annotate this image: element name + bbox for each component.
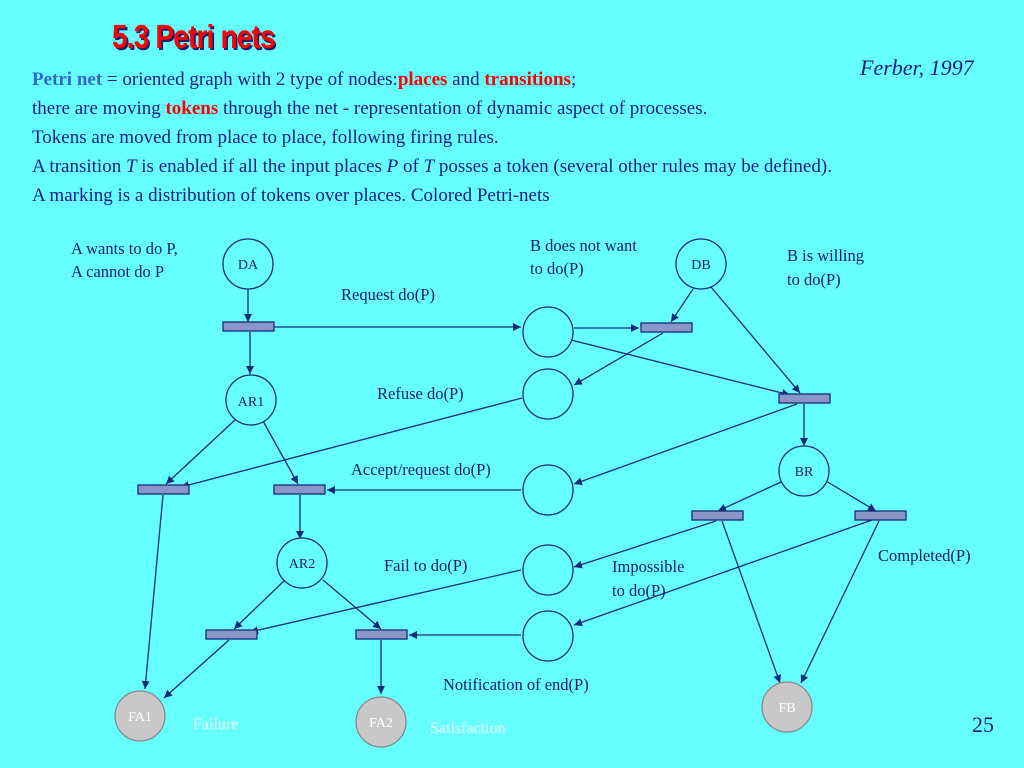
arc-t6-fb xyxy=(721,520,782,684)
label-completed: Completed(P) xyxy=(878,546,971,565)
label-notification: Notification of end(P) xyxy=(443,675,589,694)
term-tokens: tokens xyxy=(165,98,219,119)
place-da xyxy=(222,238,274,290)
label-fail: Fail to do(P) xyxy=(384,556,467,575)
label-b-willing-2: to do(P) xyxy=(787,270,841,289)
label-a-state-1: A wants to do P, xyxy=(71,239,178,258)
definition-line-1: Petri net = oriented graph with 2 type o… xyxy=(32,65,832,94)
definition-line-3: Tokens are moved from place to place, fo… xyxy=(32,127,499,148)
arc-t7-notification xyxy=(573,519,873,627)
definition-line-5: A marking is a distribution of tokens ov… xyxy=(32,185,550,206)
line1-text-c: ; xyxy=(570,69,577,90)
label-b-not-1: B does not want xyxy=(530,236,637,255)
arc-request-t3 xyxy=(570,339,791,397)
line1-text-b: and xyxy=(447,69,485,90)
label-failure: Failure xyxy=(193,716,238,733)
label-refuse: Refuse do(P) xyxy=(377,384,464,403)
label-b-not-2: to do(P) xyxy=(530,259,584,278)
arc-t3-accept xyxy=(573,403,798,486)
place-db-label: DB xyxy=(691,258,710,273)
arc-br-t6 xyxy=(717,481,782,512)
place-ar1-label: AR1 xyxy=(238,395,264,410)
line4-text-a: A transition xyxy=(32,156,126,177)
arc-br-t7 xyxy=(825,480,877,512)
place-ar2-label: AR2 xyxy=(289,557,315,572)
label-impossible-1: Impossible xyxy=(612,557,684,576)
place-ar1 xyxy=(225,374,277,426)
places: DA DB AR1 BR AR2 FA1 FA2 FB xyxy=(114,238,830,748)
place-br-label: BR xyxy=(795,465,814,480)
label-impossible-2: to do(P) xyxy=(612,581,666,600)
definition-line-2: there are moving tokens through the net … xyxy=(32,94,832,123)
arc-db-t2 xyxy=(670,288,694,323)
arc-ar1-t5 xyxy=(262,420,299,485)
line1-text-a: = oriented graph with 2 type of nodes: xyxy=(102,69,398,90)
arc-fail-t8 xyxy=(249,569,522,635)
label-b-willing-1: B is willing xyxy=(787,246,864,265)
line4-text-d: posses a token (several other rules may … xyxy=(434,156,832,177)
transition-t4 xyxy=(137,484,190,495)
arcs xyxy=(141,286,880,699)
term-places: places xyxy=(397,69,448,90)
diagram-labels: A wants to do P, A cannot do P B does no… xyxy=(71,236,971,737)
line4-T2: T xyxy=(423,156,435,177)
citation: Ferber, 1997 xyxy=(860,55,974,80)
arc-ar2-t8 xyxy=(233,579,286,630)
page-number: 25 xyxy=(972,712,994,737)
label-satisfaction: Satisfaction xyxy=(430,720,506,737)
place-fb xyxy=(761,681,813,733)
arc-refuse-t4 xyxy=(180,397,523,489)
arc-ar2-t9 xyxy=(322,579,382,630)
line2-text-b: through the net - representation of dyna… xyxy=(218,98,708,119)
place-refuse xyxy=(522,368,574,420)
place-accept xyxy=(522,464,574,516)
place-request xyxy=(522,306,574,358)
line4-text-c: of xyxy=(398,156,424,177)
place-ar2 xyxy=(276,537,328,589)
arc-t6-fail xyxy=(573,520,717,569)
term-petri-net: Petri net xyxy=(32,69,103,90)
slide-title: 5.3 Petri nets xyxy=(112,18,276,55)
label-request: Request do(P) xyxy=(341,285,435,304)
place-notification xyxy=(522,610,574,662)
arc-db-t3 xyxy=(710,286,801,394)
place-br xyxy=(778,445,830,497)
transition-t2 xyxy=(640,322,693,333)
transition-t1 xyxy=(222,321,275,332)
place-db xyxy=(675,238,727,290)
line2-text-a: there are moving xyxy=(32,98,166,119)
label-accept: Accept/request do(P) xyxy=(351,460,491,479)
arc-ar1-t4 xyxy=(165,419,236,485)
label-a-state-2: A cannot do P xyxy=(71,262,164,281)
arc-t7-fb xyxy=(800,520,880,684)
term-transitions: transitions xyxy=(484,69,571,90)
definition-text: Petri net = oriented graph with 2 type o… xyxy=(32,65,832,210)
arc-t4-fa1 xyxy=(141,494,164,690)
arc-t8-fa1 xyxy=(163,639,230,699)
transition-t6 xyxy=(691,510,744,521)
place-fa2-label: FA2 xyxy=(369,716,393,731)
definition-line-4: A transition T is enabled if all the inp… xyxy=(32,152,832,181)
place-fa1 xyxy=(114,690,166,742)
line4-text-b: is enabled if all the input places xyxy=(136,156,387,177)
place-da-label: DA xyxy=(238,258,259,273)
place-fa1-label: FA1 xyxy=(128,710,152,725)
arc-t2-refuse xyxy=(573,332,664,386)
place-fb-label: FB xyxy=(778,701,795,716)
transitions xyxy=(137,321,907,640)
transition-t3 xyxy=(778,393,831,404)
transition-t5 xyxy=(273,484,326,495)
place-fail xyxy=(522,544,574,596)
line4-T1: T xyxy=(125,156,137,177)
line4-P: P xyxy=(386,156,399,177)
transition-t8 xyxy=(205,629,258,640)
place-fa2 xyxy=(355,696,407,748)
transition-t7 xyxy=(854,510,907,521)
transition-t9 xyxy=(355,629,408,640)
